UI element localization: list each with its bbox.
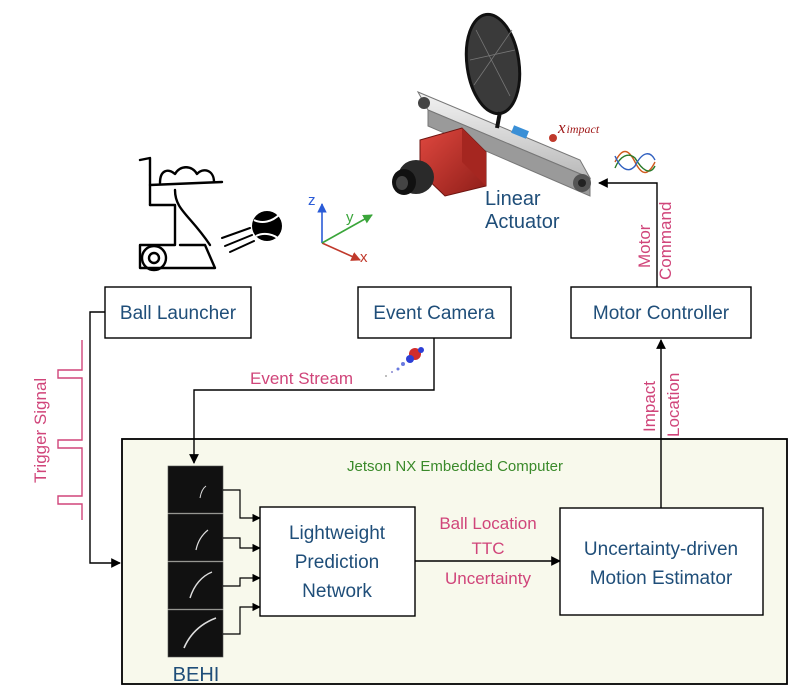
impact-label-line1: Impact [640, 381, 659, 432]
behi-to-network-arrows [223, 489, 261, 635]
axis-z-label: z [308, 192, 316, 209]
motion-estimator-box [559, 507, 764, 616]
event-stream-label: Event Stream [250, 369, 353, 388]
motor-command-arrow [598, 178, 658, 287]
jetson-title: Jetson NX Embedded Computer [347, 458, 563, 475]
network-label-line2: Prediction [295, 552, 380, 573]
event-stream-icon [385, 347, 424, 377]
network-label-line1: Lightweight [289, 523, 386, 544]
uncertainty-label: Uncertainty [445, 569, 531, 588]
estimator-label-line1: Uncertainty-driven [584, 539, 738, 560]
motor-controller-box [570, 286, 752, 339]
behi-label: BEHI [173, 664, 220, 686]
motor-controller-label: Motor Controller [593, 303, 730, 324]
waveform-icon [614, 150, 656, 174]
behi-stack [167, 465, 224, 658]
axis-x-label: x [360, 249, 368, 266]
x-impact-label: ximpact [557, 118, 600, 137]
red-camera-illustration [392, 127, 487, 197]
estimator-label-line2: Motion Estimator [590, 568, 733, 589]
tennis-ball-icon [221, 211, 282, 253]
ball-launcher-box [104, 286, 252, 339]
trigger-signal-label: Trigger Signal [31, 378, 50, 483]
linear-actuator-illustration [416, 12, 592, 197]
coordinate-axes: z y x [308, 192, 373, 266]
actuator-label-line1: Linear [485, 188, 541, 210]
trigger-pulses [57, 340, 83, 520]
event-camera-label: Event Camera [373, 303, 495, 324]
ball-launcher-icon [138, 156, 224, 272]
event-stream-arrow [189, 338, 435, 464]
ball-location-label: Ball Location [439, 514, 536, 533]
axis-y-label: y [346, 209, 354, 226]
trigger-arrow [89, 311, 121, 568]
actuator-label-line2: Actuator [485, 211, 560, 233]
ttc-label: TTC [471, 539, 504, 558]
motor-command-label-line2: Command [656, 202, 675, 280]
impact-label-line2: Location [664, 373, 683, 437]
motor-command-label-line1: Motor [635, 224, 654, 268]
network-label-line3: Network [302, 581, 372, 602]
event-camera-box [357, 286, 512, 339]
prediction-network-box [259, 506, 416, 617]
impact-point [549, 134, 557, 142]
ball-launcher-label: Ball Launcher [120, 303, 237, 324]
